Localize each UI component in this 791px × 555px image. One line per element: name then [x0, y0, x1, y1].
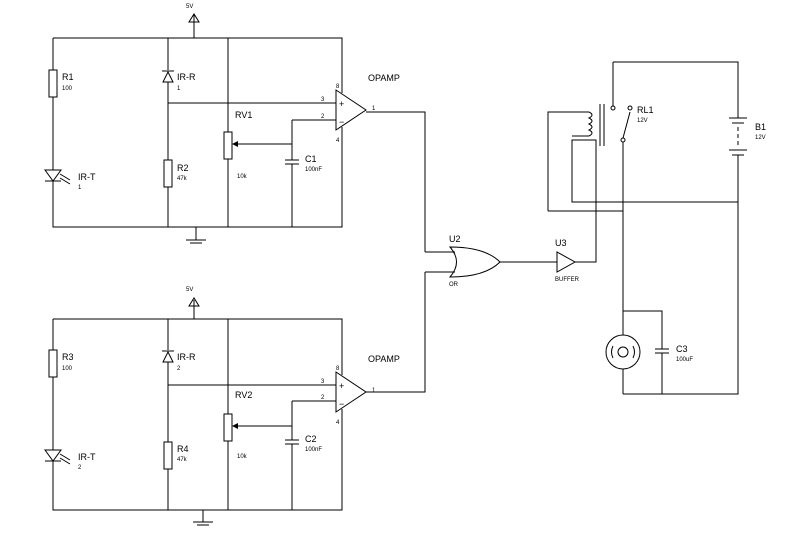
ir-r-2-ref: IR-R: [177, 352, 196, 362]
c3-capacitor: C3 100uF: [623, 310, 693, 394]
opamp-2-pin-plus: 3: [321, 379, 325, 385]
rv1-potentiometer: [223, 131, 233, 160]
ir-t-2-value: 2: [78, 465, 82, 471]
r4-resistor: [163, 441, 173, 470]
battery-value: 12V: [755, 135, 766, 141]
pin-sign: −: [339, 399, 344, 409]
pin-sign: +: [339, 381, 344, 391]
relay-ref: RL1: [637, 105, 654, 115]
or-gate-value: OR: [449, 282, 459, 288]
opamp-2-title: OPAMP: [368, 354, 400, 364]
buffer-value: BUFFER: [555, 277, 580, 283]
r3-ref: R3: [62, 352, 74, 362]
c3-value: 100uF: [676, 357, 693, 363]
ir-t-1-ref: IR-T: [78, 172, 96, 182]
ir-r-2-value: 2: [177, 366, 181, 372]
top-ground-symbol: [186, 227, 206, 244]
rv2-ref: RV2: [235, 390, 252, 400]
ir-t-1-value: 1: [78, 185, 82, 191]
bottom-ground-symbol: [193, 510, 213, 526]
c2-capacitor: [285, 439, 299, 445]
r2-resistor: [163, 159, 173, 188]
r4-value: 47k: [177, 457, 188, 463]
c1-value: 100nF: [305, 167, 322, 173]
bottom-channel: 5V: [44, 272, 426, 526]
opamp-1-pin-vcc: 8: [336, 84, 340, 90]
rv1-ref: RV1: [235, 110, 252, 120]
lamp: [605, 334, 641, 370]
relay-rl1: RL1 12V: [547, 62, 654, 212]
ir-r-1-ref: IR-R: [177, 72, 196, 82]
ir-t-1-led: [44, 169, 71, 185]
rv1-value: 10k: [237, 174, 248, 180]
opamp-1: + −: [335, 82, 426, 252]
rv2-value: 10k: [237, 454, 248, 460]
c1-capacitor: [285, 159, 299, 165]
opamp-1-pin-plus: 3: [321, 97, 325, 103]
ir-t-2-led: [44, 449, 71, 465]
r2-ref: R2: [177, 163, 189, 173]
opamp-2: + −: [335, 272, 426, 427]
top-channel: 5V: [44, 4, 426, 252]
buffer-ref: U3: [555, 238, 567, 248]
opamp-2-pin-vcc: 8: [336, 366, 340, 372]
c3-ref: C3: [676, 344, 688, 354]
relay-value: 12V: [637, 118, 648, 124]
opamp-1-title: OPAMP: [368, 73, 400, 83]
opamp-1-pin-out: 1: [372, 106, 376, 112]
pin-sign: −: [339, 117, 344, 127]
top-supply-symbol: 5V: [186, 4, 200, 38]
top-supply-label: 5V: [186, 4, 193, 10]
ir-r-1-diode: [162, 70, 174, 83]
r4-ref: R4: [177, 444, 189, 454]
opamp-2-pin-minus: 2: [321, 395, 325, 401]
pin-sign: +: [339, 99, 344, 109]
opamp-2-pin-out: 1: [372, 388, 376, 394]
buffer: U3 BUFFER: [555, 238, 580, 283]
r3-value: 100: [62, 366, 73, 372]
opamp-1-pin-minus: 2: [321, 114, 325, 120]
c1-ref: C1: [305, 154, 317, 164]
ir-r-2-diode: [162, 350, 174, 363]
opamp-2-pin-gnd: 4: [336, 420, 340, 426]
ir-t-2-ref: IR-T: [78, 452, 96, 462]
r2-value: 47k: [177, 176, 188, 182]
r1-ref: R1: [62, 72, 74, 82]
battery-ref: B1: [755, 122, 766, 132]
c2-ref: C2: [305, 434, 317, 444]
bottom-supply-label: 5V: [186, 287, 193, 293]
r3-resistor: [48, 349, 58, 378]
opamp-1-pin-gnd: 4: [336, 138, 340, 144]
or-gate-ref: U2: [449, 234, 461, 244]
rv2-potentiometer: [223, 413, 233, 442]
bottom-supply-symbol: 5V: [186, 287, 200, 319]
battery-b1: B1 12V: [729, 117, 766, 156]
r1-resistor: [48, 69, 58, 98]
or-gate: U2 OR: [425, 234, 501, 288]
c2-value: 100nF: [305, 447, 322, 453]
r1-value: 100: [62, 86, 73, 92]
ir-r-1-value: 1: [177, 86, 181, 92]
